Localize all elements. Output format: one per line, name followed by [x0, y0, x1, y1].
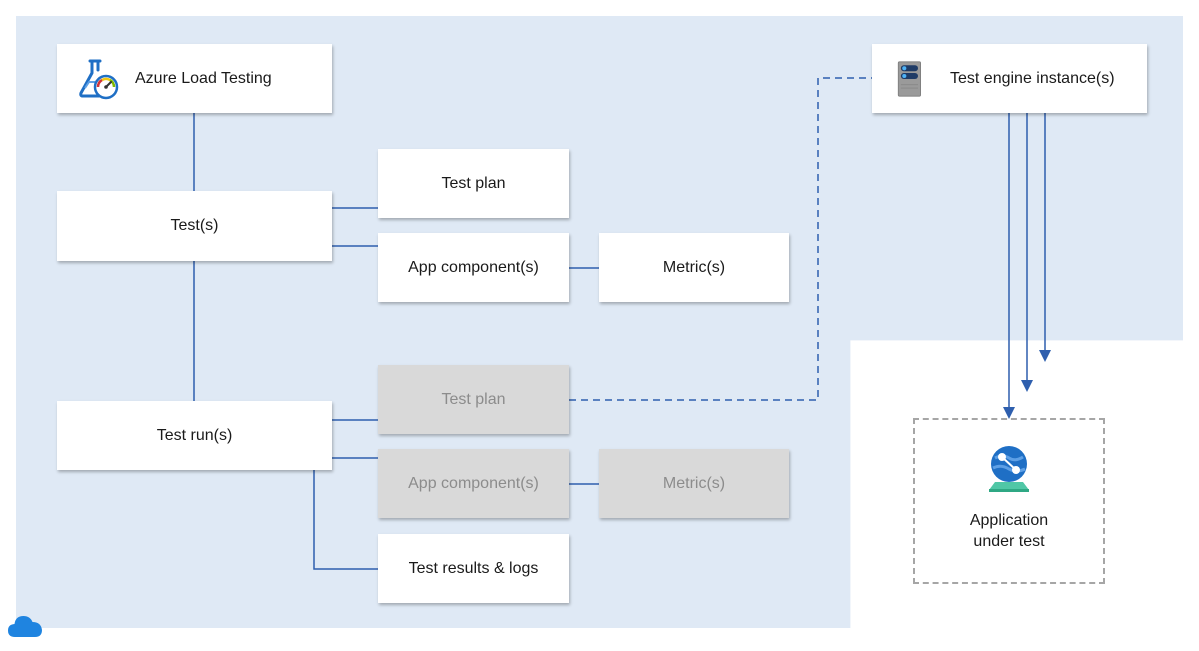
test-plan-node: Test plan [378, 149, 569, 218]
azure-load-testing-label: Azure Load Testing [135, 69, 272, 87]
test-runs-node: Test run(s) [57, 401, 332, 470]
metrics-label: Metric(s) [662, 258, 726, 276]
test-results-logs-label: Test results & logs [408, 559, 539, 577]
app-under-test-label-line2: under test [973, 533, 1045, 550]
cloud-icon [8, 616, 42, 637]
run-app-components-label: App component(s) [408, 474, 539, 492]
connector-plan-to-engine-dashed [569, 77, 872, 401]
beaker-gauge-icon [79, 59, 119, 99]
app-components-label: App component(s) [408, 258, 539, 276]
tests-node: Test(s) [57, 191, 332, 261]
server-icon [897, 60, 921, 97]
azure-load-testing-node: Azure Load Testing [57, 44, 332, 113]
test-engine-label: Test engine instance(s) [950, 69, 1115, 87]
app-under-test-node: Application under test [913, 418, 1105, 584]
test-engine-node: Test engine instance(s) [872, 44, 1147, 113]
run-test-plan-node: Test plan [378, 365, 569, 434]
run-test-plan-label: Test plan [441, 390, 506, 408]
test-plan-label: Test plan [441, 174, 506, 192]
app-components-node: App component(s) [378, 233, 569, 302]
test-results-logs-node: Test results & logs [378, 534, 569, 603]
run-metrics-label: Metric(s) [662, 474, 726, 492]
app-under-test-label: Application under test [970, 510, 1048, 552]
tests-label: Test(s) [170, 217, 219, 234]
run-app-components-node: App component(s) [378, 449, 569, 518]
web-app-globe-icon [989, 446, 1029, 492]
metrics-node: Metric(s) [599, 233, 789, 302]
connector-runs-to-results [313, 470, 378, 570]
run-metrics-node: Metric(s) [599, 449, 789, 518]
app-under-test-label-line1: Application [969, 512, 1049, 529]
test-runs-label: Test run(s) [156, 426, 233, 444]
